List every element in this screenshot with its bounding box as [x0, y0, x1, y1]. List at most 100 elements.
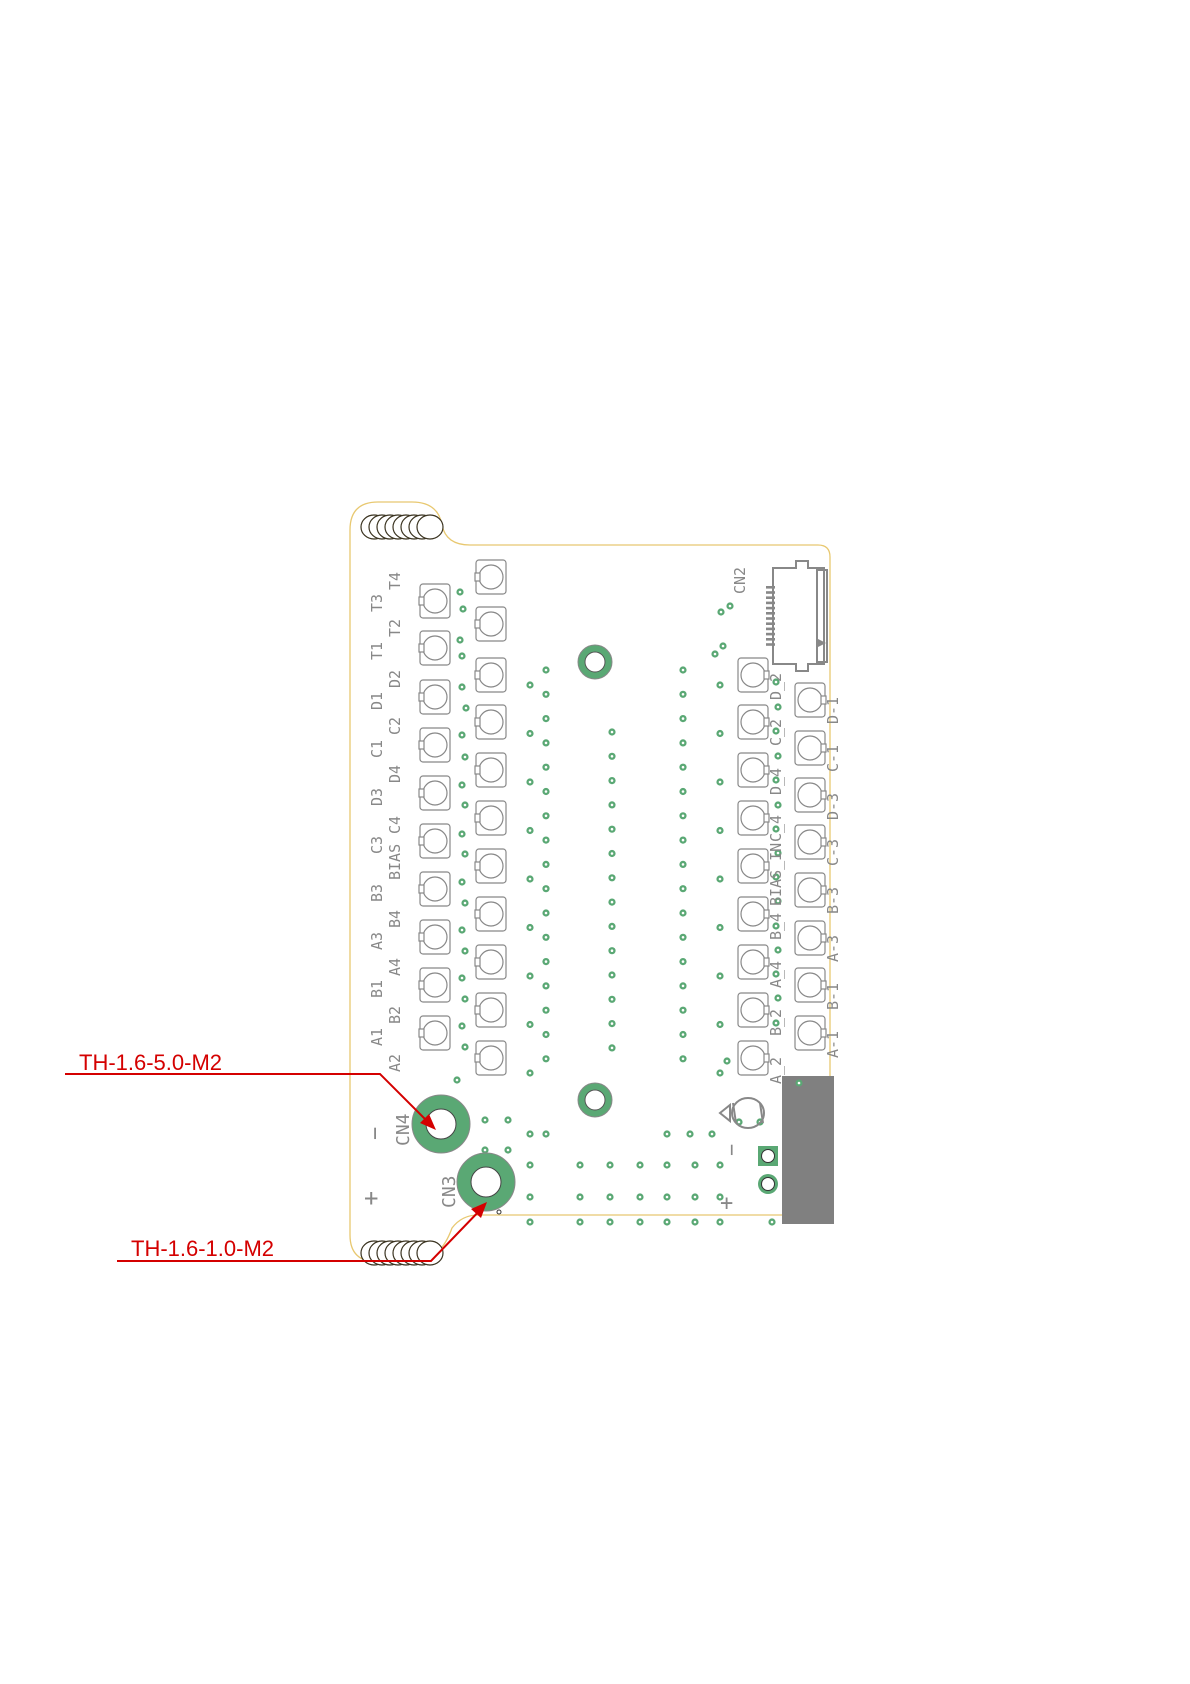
test-pad	[474, 1040, 507, 1076]
silkscreen-label: B1	[368, 980, 386, 998]
via	[636, 1193, 644, 1201]
test-pad	[737, 704, 770, 740]
test-pad	[737, 944, 770, 980]
via	[774, 703, 782, 711]
silkscreen-labels: T3T1D1C1D3C3B3A3B1A1T4T2D2C2D4C4BIASB4A4…	[368, 572, 842, 1084]
silkscreen-label: BIAS	[386, 844, 404, 880]
via	[608, 777, 616, 785]
test-pad	[418, 919, 451, 955]
plus-right-label: +	[720, 1191, 733, 1216]
cn2-pin	[766, 596, 775, 599]
via	[716, 1020, 724, 1029]
test-pad	[418, 823, 451, 859]
silkscreen-label: A-1	[824, 1031, 842, 1058]
via	[458, 731, 466, 739]
cn2-pin	[766, 612, 775, 615]
via	[459, 605, 467, 613]
via	[458, 830, 466, 838]
silkscreen-label: D-3	[824, 793, 842, 820]
test-pad	[418, 630, 451, 666]
via	[679, 885, 687, 893]
via	[723, 1057, 731, 1065]
via	[526, 826, 534, 835]
coil-turn	[416, 514, 444, 540]
cn3-label: CN3	[439, 1175, 460, 1208]
via	[608, 825, 616, 833]
via	[542, 666, 550, 674]
via	[542, 933, 550, 941]
via	[542, 739, 550, 747]
via	[608, 1044, 616, 1052]
via	[663, 1130, 671, 1138]
cn2-pin	[766, 601, 775, 605]
test-pad	[474, 896, 507, 932]
via	[456, 588, 464, 596]
silkscreen-label: A2	[386, 1054, 404, 1072]
via	[716, 826, 724, 835]
silkscreen-label: C-3	[824, 839, 842, 866]
via	[716, 778, 724, 786]
test-pad	[737, 992, 770, 1028]
silkscreen-label: A_2	[767, 1057, 785, 1084]
via	[526, 1130, 534, 1138]
silkscreen-label: T4	[386, 572, 404, 590]
silkscreen-label: D-1	[824, 697, 842, 724]
via	[636, 1218, 644, 1226]
via	[542, 1055, 550, 1063]
via	[716, 972, 724, 980]
test-pad	[737, 896, 770, 932]
coil-turn	[416, 1240, 444, 1266]
via	[774, 849, 782, 857]
silkscreen-label: A1	[368, 1028, 386, 1046]
annotation-label: TH-1.6-1.0-M2	[131, 1236, 274, 1261]
via	[608, 1020, 616, 1028]
test-pad	[794, 967, 827, 1003]
silkscreen-label: B2	[386, 1006, 404, 1024]
via	[526, 729, 534, 738]
mounting-coil-bottom	[360, 1240, 444, 1266]
cn2-pin	[766, 617, 775, 620]
test-pad	[794, 682, 827, 718]
test-pad	[418, 727, 451, 763]
cn2-pin	[766, 638, 775, 641]
test-pad	[794, 730, 827, 766]
cn2-label: CN2	[731, 567, 749, 594]
via	[542, 787, 550, 796]
via	[526, 875, 534, 883]
silkscreen-label: T1	[368, 642, 386, 660]
via	[679, 690, 687, 698]
via	[542, 763, 550, 771]
test-pad	[418, 775, 451, 811]
via	[606, 1161, 614, 1169]
via	[461, 753, 469, 761]
via	[526, 1069, 534, 1077]
silkscreen-label: BIAS_IN	[767, 843, 785, 906]
plus-left-label: +	[364, 1184, 378, 1212]
cn4-label: CN4	[393, 1113, 414, 1146]
silkscreen-label: A-3	[824, 935, 842, 962]
via	[719, 642, 727, 650]
cn2-connector	[772, 560, 828, 672]
via	[686, 1130, 694, 1138]
annotation-cn4: TH-1.6-5.0-M2	[65, 1050, 436, 1130]
via	[526, 972, 534, 980]
via	[663, 1218, 671, 1226]
test-pad	[474, 559, 507, 595]
via	[526, 1020, 534, 1029]
via	[717, 608, 725, 616]
via	[608, 947, 616, 955]
via	[716, 875, 724, 883]
via	[526, 1218, 534, 1226]
via	[716, 729, 724, 738]
rohs-logo-icon	[718, 1097, 765, 1129]
annotation-label: TH-1.6-5.0-M2	[79, 1050, 222, 1075]
via	[772, 922, 780, 930]
via	[526, 1161, 534, 1169]
via	[458, 926, 466, 934]
via	[458, 1022, 466, 1030]
via	[608, 898, 616, 906]
via	[708, 1130, 716, 1138]
via	[542, 812, 550, 820]
via	[504, 1116, 512, 1124]
